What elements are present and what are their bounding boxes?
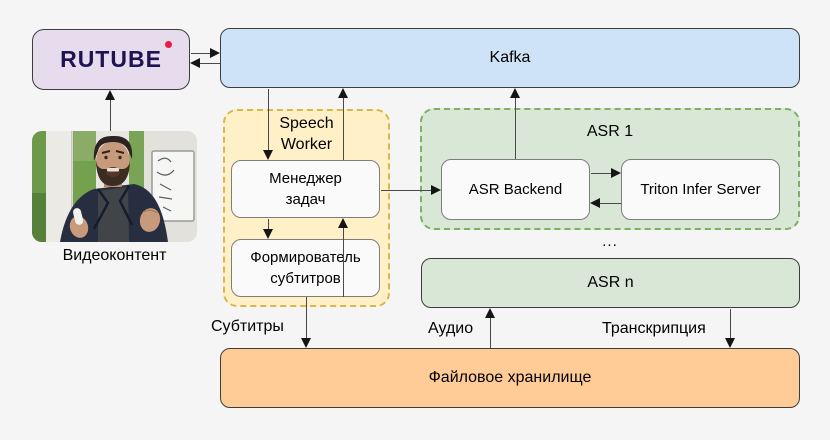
speech-worker-title: Speech Worker (279, 115, 334, 153)
edge-label-audio: Аудио (428, 320, 474, 337)
triton-label: Triton Infer Server (640, 181, 761, 198)
file-storage-label: Файловое хранилище (428, 369, 592, 387)
asr-n-label: ASR n (587, 274, 634, 292)
kafka-node: Kafka (220, 28, 800, 88)
kafka-label: Kafka (489, 49, 531, 67)
asr1-title: ASR 1 (586, 123, 634, 140)
task-manager-node: Менеджер задач (231, 160, 380, 218)
rutube-dot-icon (164, 40, 172, 48)
edge-label-transcription: Транскрипция (602, 320, 706, 337)
task-manager-label: Менеджер задач (269, 170, 342, 208)
video-caption: Видеоконтент (62, 247, 167, 264)
asr-backend-label: ASR Backend (468, 181, 563, 198)
subtitle-former-label: Формирователь субтитров (250, 249, 361, 287)
subtitle-former-node: Формирователь субтитров (231, 239, 380, 297)
asr-ellipsis: ... (602, 233, 618, 250)
file-storage-node: Файловое хранилище (220, 348, 800, 408)
video-thumbnail-illustration (32, 131, 197, 242)
video-thumbnail (32, 131, 197, 242)
edge-label-subtitles: Субтитры (211, 318, 284, 335)
asr-n-node: ASR n (421, 258, 800, 308)
rutube-logo-text: RUTUBE (60, 45, 162, 72)
triton-infer-server-node: Triton Infer Server (621, 159, 780, 220)
asr-backend-node: ASR Backend (441, 159, 590, 220)
rutube-logo: RUTUBE (60, 40, 172, 75)
rutube-node: RUTUBE (32, 29, 190, 90)
